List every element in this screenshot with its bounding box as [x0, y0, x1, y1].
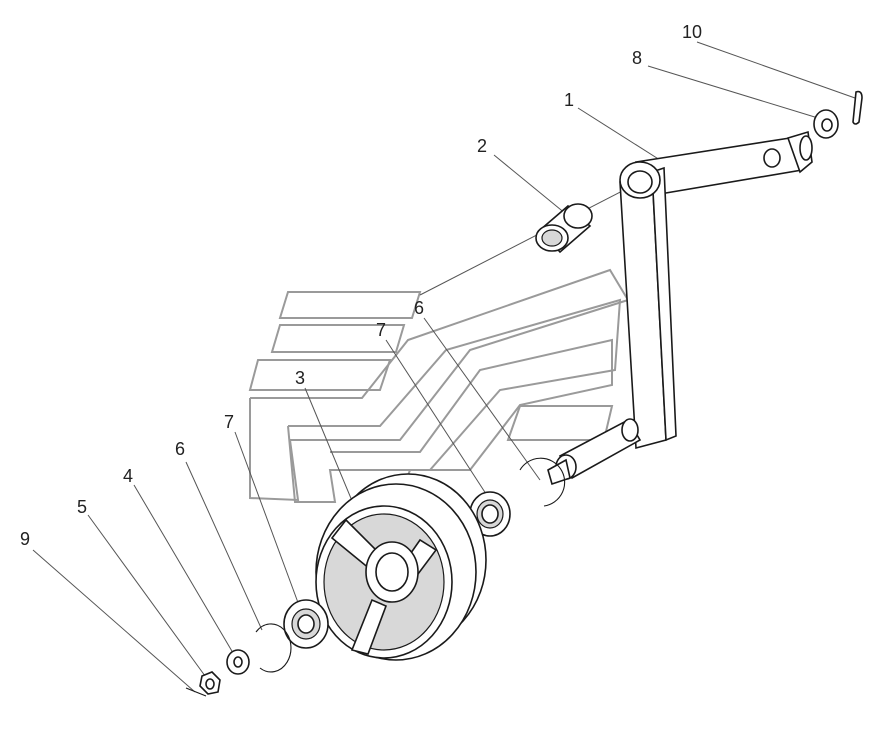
callout-8: 8 [632, 48, 642, 68]
leader-3 [304, 387, 361, 521]
callout-1: 1 [564, 90, 574, 110]
leader-7b [234, 431, 301, 609]
leader-1 [577, 107, 661, 161]
watermark-logo [248, 268, 630, 503]
leader-5 [87, 514, 209, 681]
callout-6-lower: 6 [175, 439, 185, 459]
bearing-part-7-lower [283, 599, 329, 649]
leader-7a [385, 339, 491, 501]
callout-7-upper: 7 [376, 320, 386, 340]
leader-2-to-frame [419, 183, 637, 296]
leader-9 [32, 549, 196, 693]
leader-lines [32, 41, 856, 693]
callout-2: 2 [477, 136, 487, 156]
leader-2 [493, 154, 567, 215]
leader-6a [423, 317, 541, 481]
callout-6-upper: 6 [414, 298, 424, 318]
retaining-ring-part-6-lower [255, 623, 292, 673]
wheel-part-3 [315, 473, 487, 661]
callout-10: 10 [682, 22, 702, 42]
cotter-pin-part-10 [852, 90, 863, 125]
split-pin-part-9 [185, 687, 207, 697]
callout-4: 4 [123, 466, 133, 486]
retaining-ring-part-6-upper [519, 457, 566, 507]
leader-10 [696, 41, 856, 99]
washer-part-4 [226, 649, 250, 675]
swing-arm-part-1 [547, 130, 813, 486]
bushing-part-2 [535, 203, 593, 254]
callout-labels: 1 2 3 4 5 6 6 7 7 8 9 10 [20, 22, 702, 549]
leader-4 [133, 484, 237, 659]
leader-8 [647, 65, 819, 119]
callout-9: 9 [20, 529, 30, 549]
callout-7-lower: 7 [224, 412, 234, 432]
castle-nut-part-5 [199, 671, 221, 695]
leader-6b [185, 461, 263, 631]
callout-3: 3 [295, 368, 305, 388]
washer-part-8 [813, 109, 839, 139]
callout-5: 5 [77, 497, 87, 517]
